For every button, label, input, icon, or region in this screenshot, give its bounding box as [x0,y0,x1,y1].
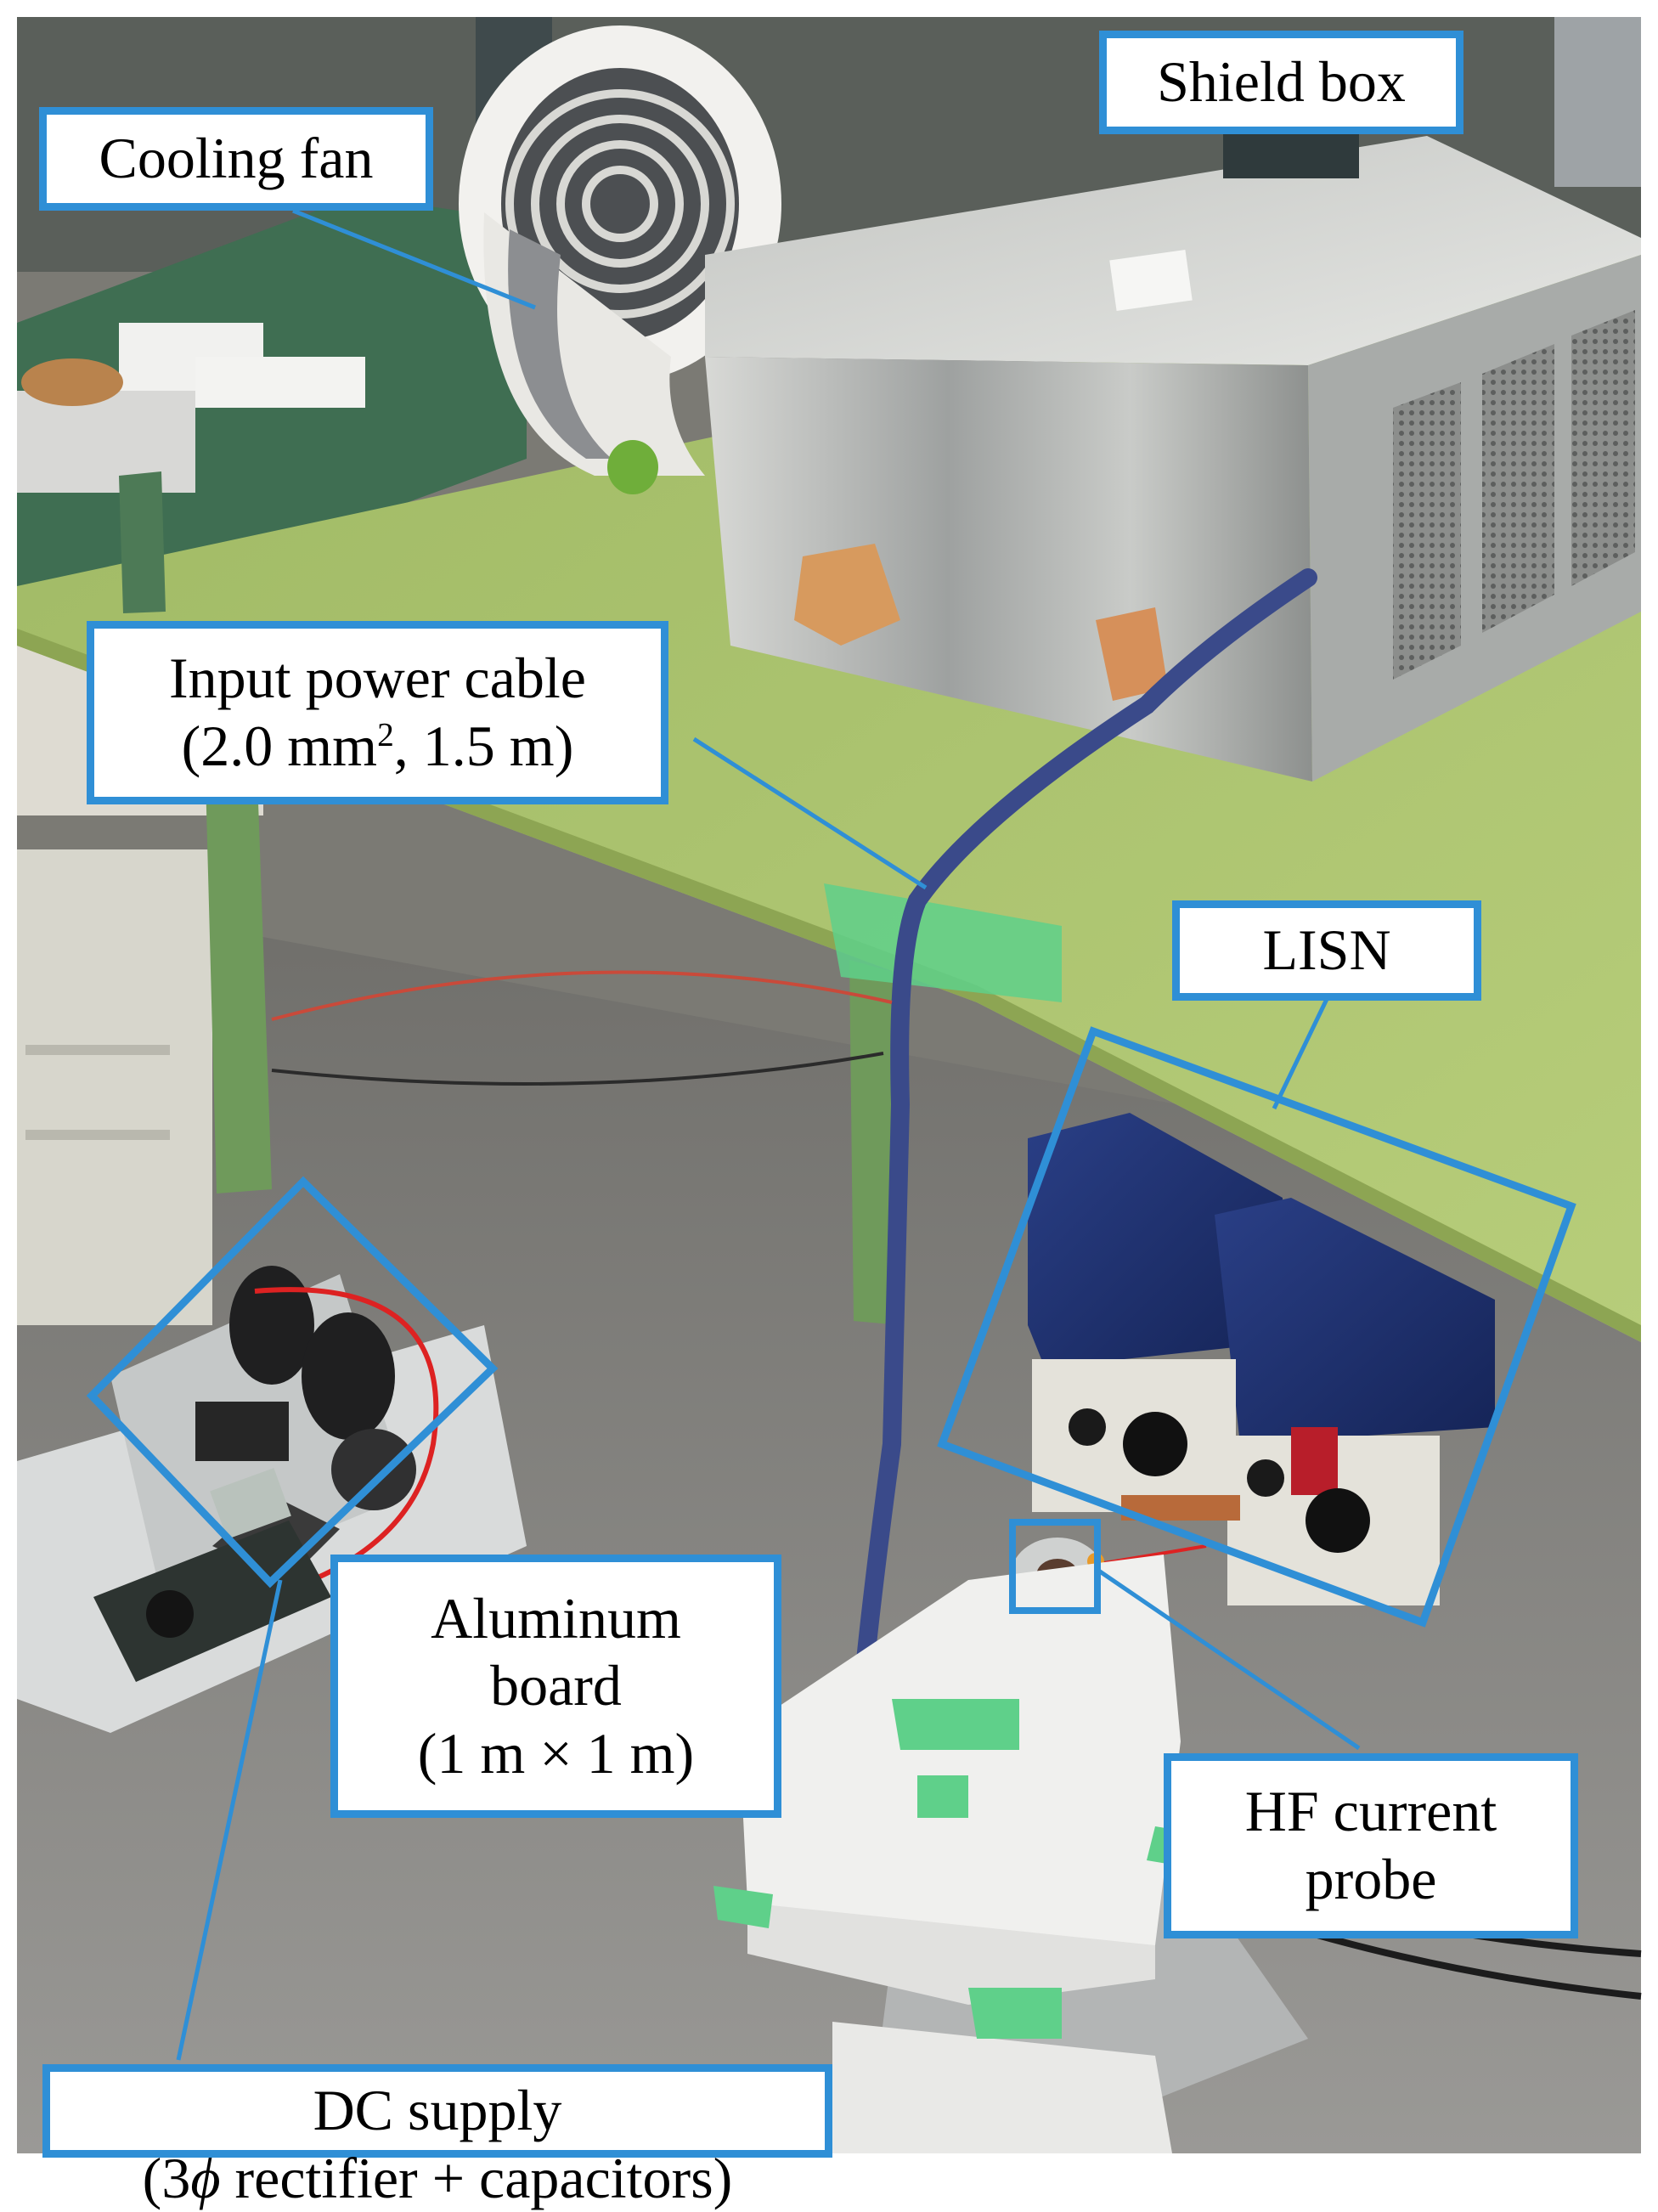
lisn-text: LISN [1262,917,1391,983]
aluminum-board-label: Aluminum board (1 m × 1 m) [330,1555,781,1818]
dc-supply-label: DC supply (3ϕ rectifier + capacitors) [42,2064,832,2210]
cooling-fan-text: Cooling fan [99,126,374,191]
leader-lisn [1272,992,1332,1110]
input-power-cable-label: Input power cable (2.0 mm2, 1.5 m) [87,621,668,804]
aluminum-board-line3: (1 m × 1 m) [417,1720,695,1786]
input-cable-line1: Input power cable [169,646,586,711]
leader-cooling-fan [292,208,536,310]
hf-current-probe-label: HF current probe [1164,1753,1578,1938]
hf-probe-region-outline [1009,1519,1101,1614]
dc-supply-line2: (3ϕ rectifier + capacitors) [142,2145,733,2210]
input-cable-line2: (2.0 mm2, 1.5 m) [181,714,574,778]
aluminum-board-line2: board [490,1653,622,1718]
aluminum-board-line1: Aluminum [431,1585,681,1651]
cooling-fan-label: Cooling fan [39,107,433,211]
leader-hf-probe [1096,1567,1361,1751]
dc-supply-region-outline [86,1176,499,1588]
dc-supply-line1: DC supply [313,2078,562,2142]
shield-box-label: Shield box [1099,31,1463,134]
shield-box-text: Shield box [1157,49,1406,115]
lisn-region-outline [937,1026,1576,1628]
leader-input-cable [692,736,928,890]
hf-probe-line2: probe [1305,1847,1437,1911]
lisn-label: LISN [1172,900,1481,1001]
leader-dc-supply [176,1579,283,2061]
hf-probe-line1: HF current [1244,1779,1497,1844]
